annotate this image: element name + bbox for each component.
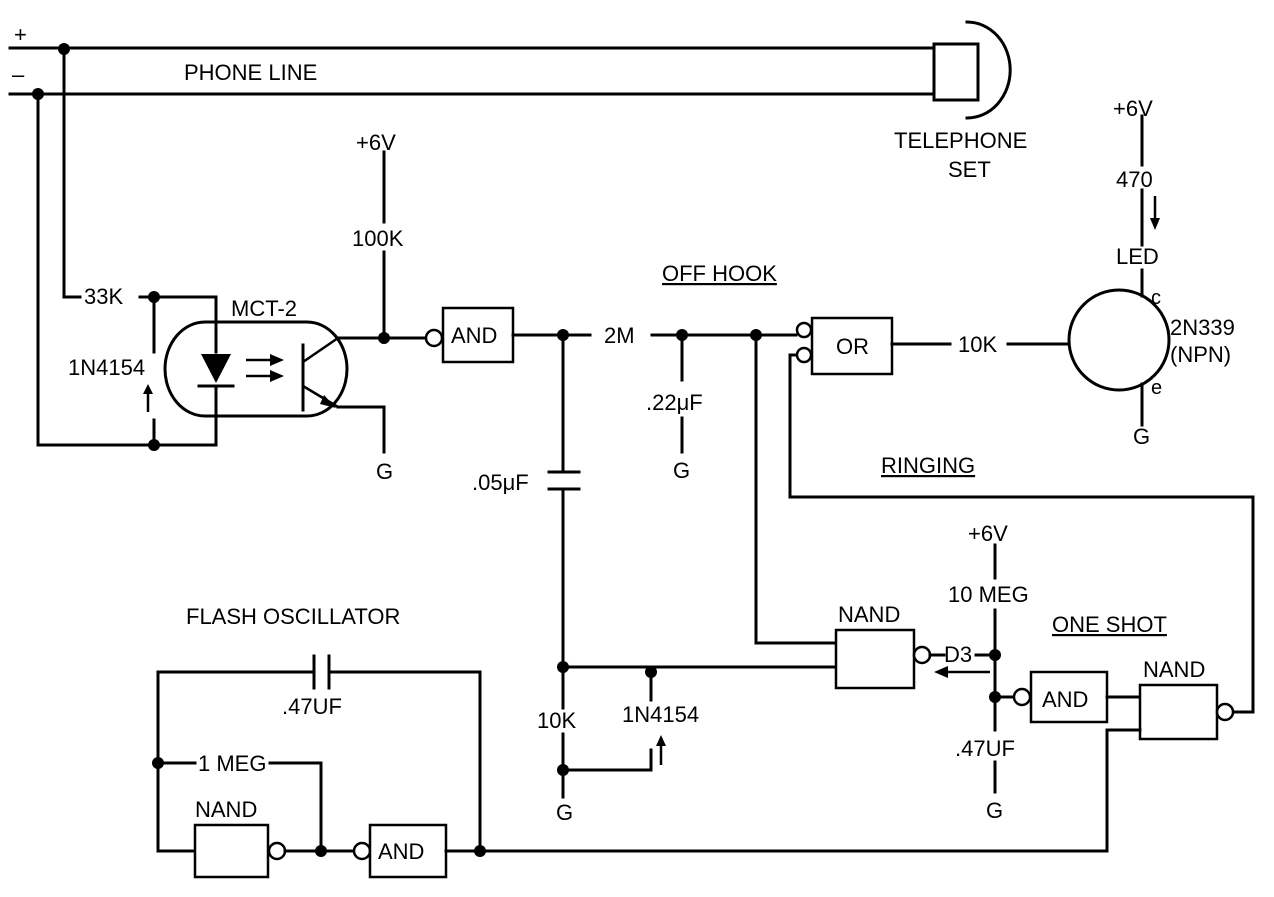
plus6v-oneshot-label: +6V bbox=[968, 521, 1008, 546]
npn-label: (NPN) bbox=[1170, 342, 1231, 367]
and-label-1: AND bbox=[451, 323, 497, 348]
d1n4154-b-label: 1N4154 bbox=[622, 702, 699, 727]
r2m-label: 2M bbox=[604, 323, 635, 348]
collector-label: c bbox=[1151, 287, 1161, 309]
r10k-label: 10K bbox=[958, 332, 997, 357]
r1meg-label: 1 MEG bbox=[198, 751, 266, 776]
set-label: SET bbox=[948, 157, 991, 182]
and-label-oneshot: AND bbox=[1042, 687, 1088, 712]
plus6v-right-label: +6V bbox=[1113, 96, 1153, 121]
nand-gate-d3 bbox=[834, 628, 932, 690]
flash-oscillator bbox=[152, 654, 1109, 879]
one-shot-label: ONE SHOT bbox=[1052, 612, 1167, 637]
led-label: LED bbox=[1116, 244, 1159, 269]
r470-label: 470 bbox=[1116, 167, 1153, 192]
plus-label: + bbox=[14, 22, 27, 47]
c005-label: .05μF bbox=[472, 470, 529, 495]
r10k-bottom-label: 10K bbox=[537, 708, 576, 733]
c022-label: .22μF bbox=[646, 390, 703, 415]
ground-label-1: G bbox=[376, 459, 393, 484]
or-label: OR bbox=[836, 334, 869, 359]
r10meg-label: 10 MEG bbox=[948, 582, 1029, 607]
minus-label: – bbox=[12, 62, 25, 87]
telephone-label: TELEPHONE bbox=[894, 128, 1027, 153]
plus6v-top-label: +6V bbox=[356, 130, 396, 155]
ground-label-2: G bbox=[673, 458, 690, 483]
nand-d3-label: NAND bbox=[838, 602, 900, 627]
phone-line bbox=[8, 43, 940, 100]
nand-flash-label: NAND bbox=[195, 797, 257, 822]
r33k-label: 33K bbox=[84, 284, 123, 309]
emitter-label: e bbox=[1151, 377, 1162, 399]
ringing-label: RINGING bbox=[881, 453, 975, 478]
d1n4154-a-label: 1N4154 bbox=[68, 355, 145, 380]
mct2-optocoupler bbox=[163, 295, 349, 447]
telephone-set-icon bbox=[932, 20, 1012, 120]
ground-label-5: G bbox=[556, 800, 573, 825]
and-gate-oneshot bbox=[1012, 670, 1109, 724]
ground-label-4: G bbox=[986, 798, 1003, 823]
phone-line-label: PHONE LINE bbox=[184, 60, 317, 85]
off-hook-label: OFF HOOK bbox=[662, 261, 777, 286]
transistor-label: 2N339 bbox=[1170, 315, 1235, 340]
flash-oscillator-label: FLASH OSCILLATOR bbox=[186, 604, 400, 629]
and-label-flash: AND bbox=[378, 839, 424, 864]
c047-flash-label: .47UF bbox=[282, 694, 342, 719]
transistor-2n339 bbox=[1067, 114, 1171, 427]
nand-gate-oneshot bbox=[1138, 683, 1235, 741]
d3-label: D3 bbox=[944, 642, 972, 667]
r100k-label: 100K bbox=[352, 226, 404, 251]
mct2-label: MCT-2 bbox=[231, 296, 297, 321]
nand-oneshot-label: NAND bbox=[1143, 657, 1205, 682]
ground-label-3: G bbox=[1133, 424, 1150, 449]
c047-oneshot-label: .47UF bbox=[955, 736, 1015, 761]
